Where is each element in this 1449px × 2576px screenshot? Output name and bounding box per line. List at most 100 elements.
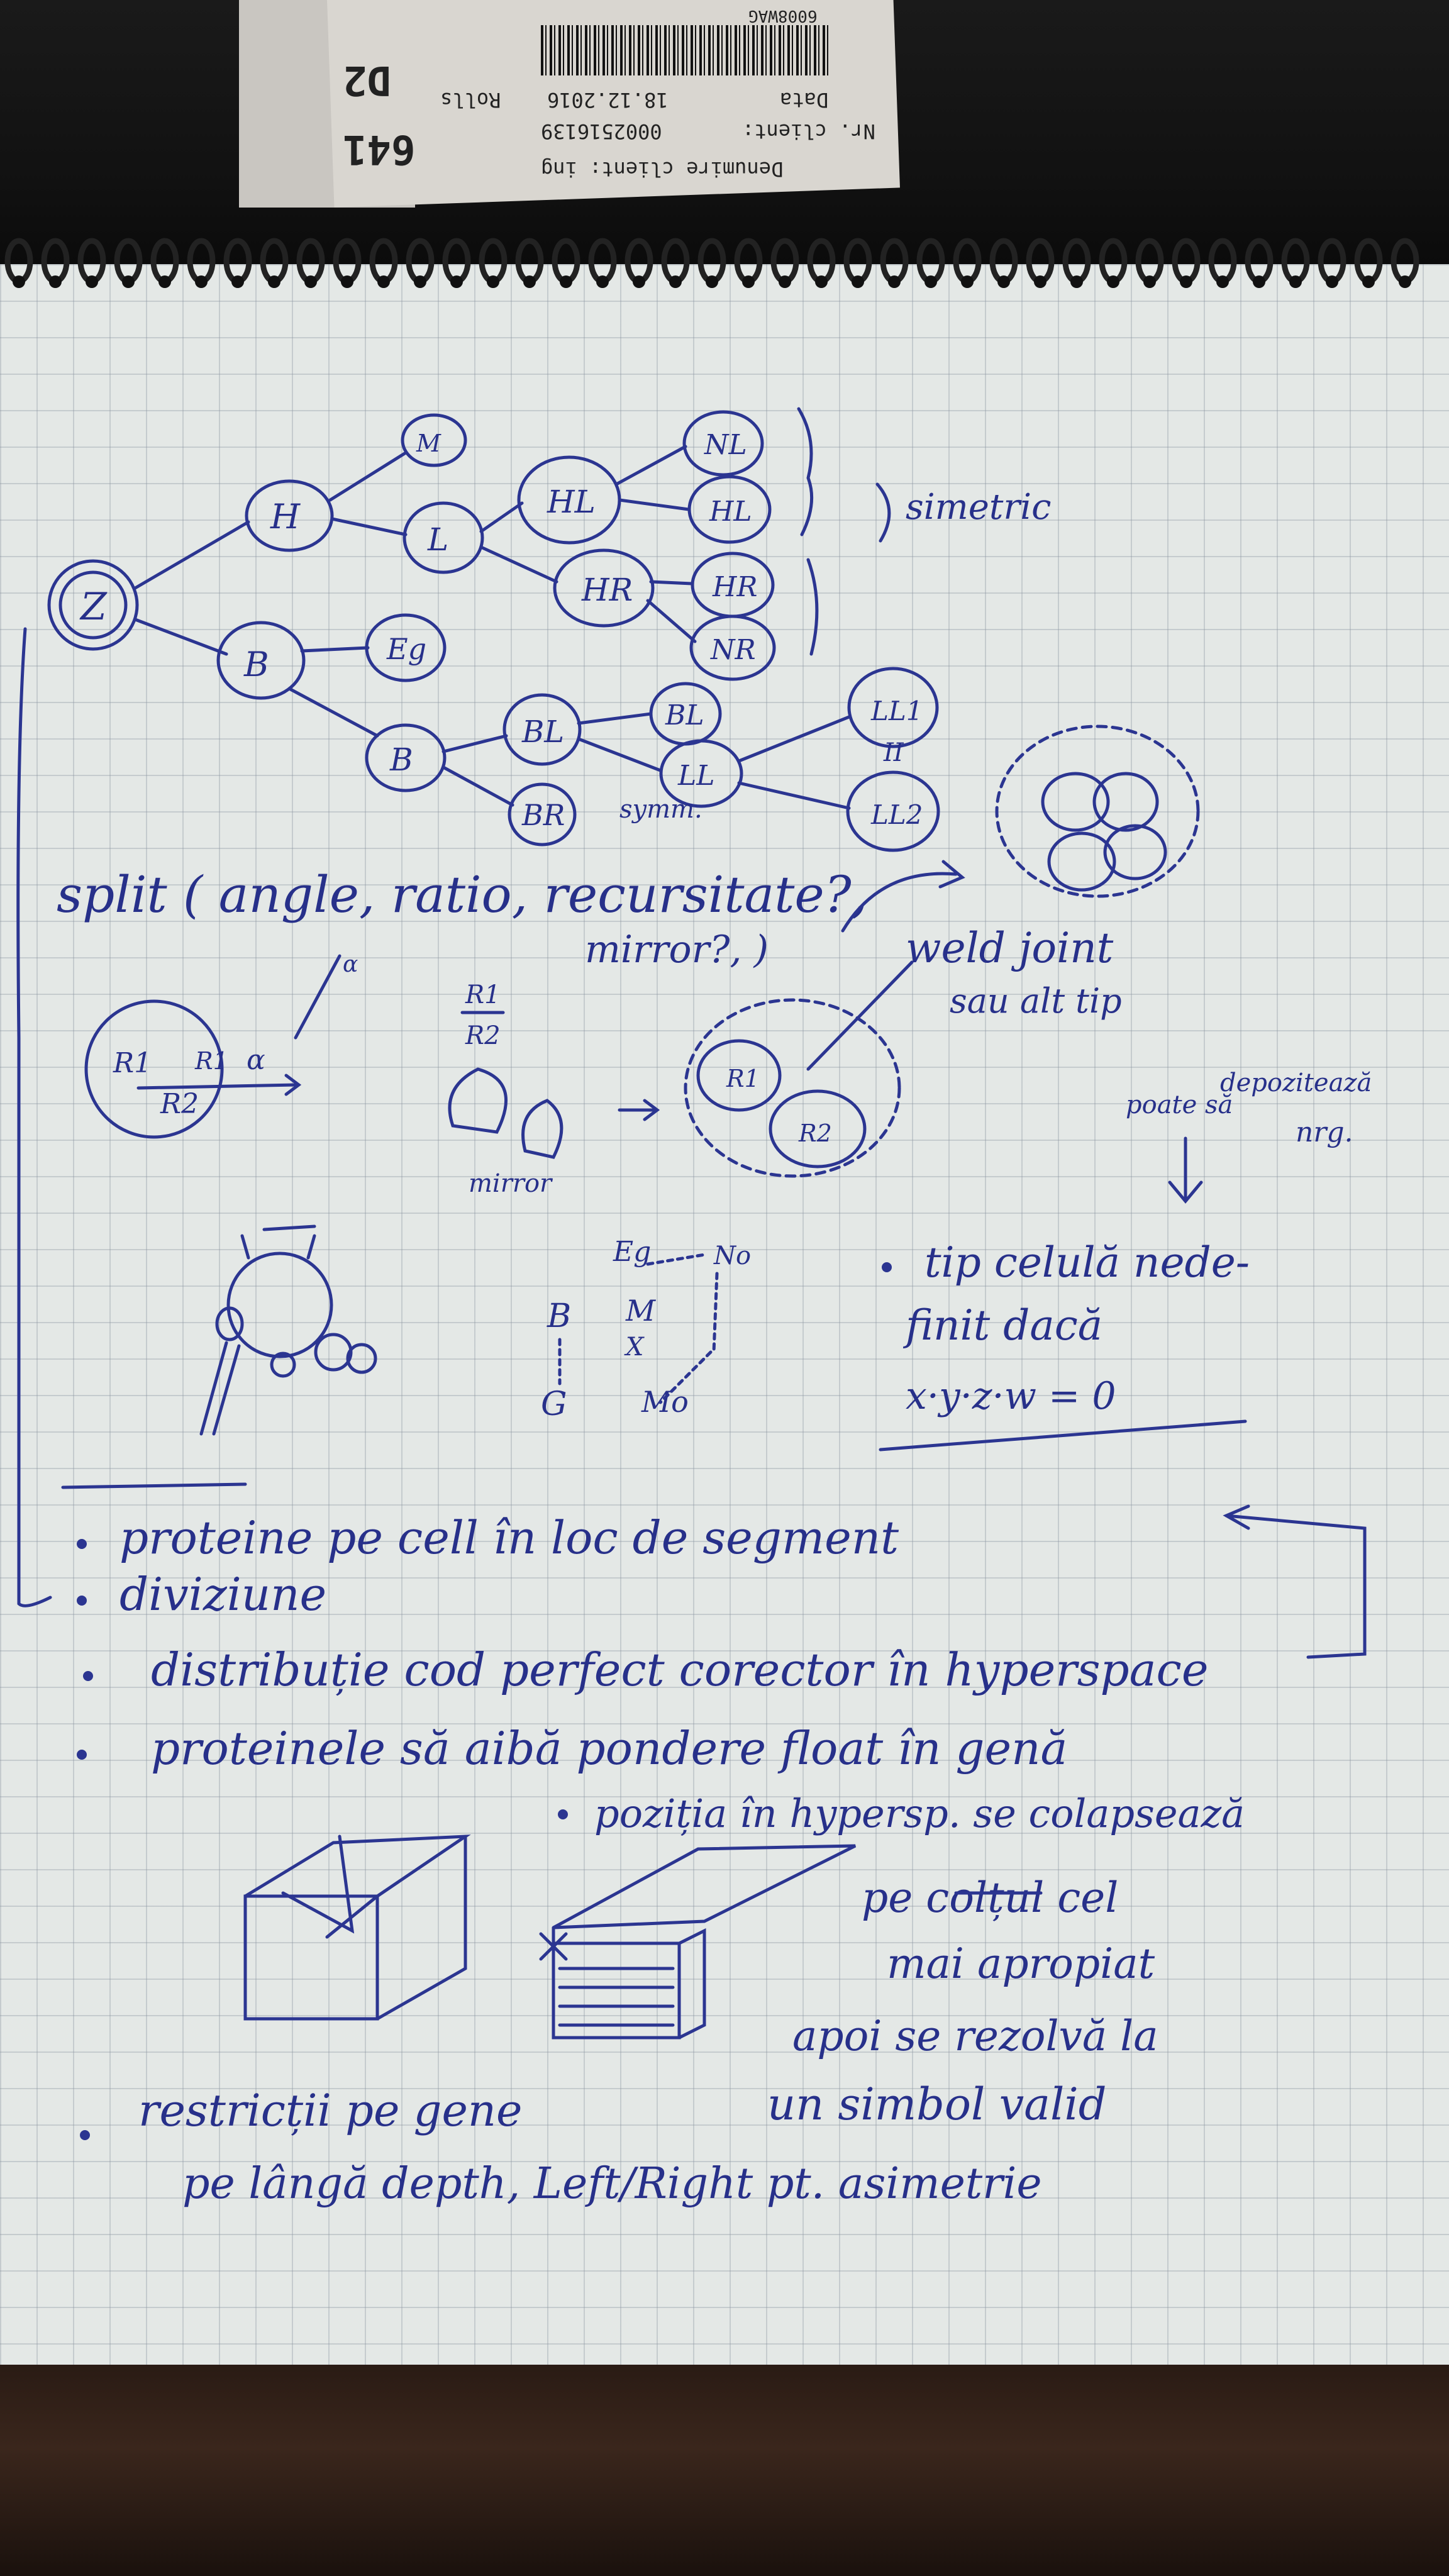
spiral-coil bbox=[1281, 238, 1310, 288]
spiral-coil bbox=[1208, 238, 1237, 288]
spiral-coil bbox=[369, 238, 398, 288]
spiral-coil bbox=[1391, 238, 1419, 288]
sym-x: X bbox=[624, 1333, 645, 1362]
tree-node-nr: NR bbox=[710, 634, 756, 666]
spiral-coil bbox=[697, 238, 726, 288]
hyper-2: pe colțul cel bbox=[862, 1874, 1118, 1922]
weld-joint: weld joint bbox=[906, 924, 1114, 972]
split-ratio-bottom: R2 bbox=[465, 1021, 501, 1050]
hyper-3: mai apropiat bbox=[887, 1940, 1155, 1988]
hyper-5: un simbol valid bbox=[767, 2079, 1107, 2130]
spiral-coil bbox=[479, 238, 508, 288]
spiral-coil bbox=[515, 238, 544, 288]
split-r1b: R1 bbox=[194, 1047, 228, 1075]
tree-node-nl: NL bbox=[704, 429, 747, 461]
spiral-coil bbox=[150, 238, 179, 288]
spiral-coil bbox=[1245, 238, 1274, 288]
spiral-coil bbox=[661, 238, 690, 288]
tree-node-ll2: LL2 bbox=[870, 799, 923, 830]
symbol-grid: Eg No B M X G Mo bbox=[541, 1236, 751, 1423]
tree-node-b: B bbox=[243, 645, 269, 684]
tree-node-bl: BL bbox=[521, 714, 564, 750]
tree-node-hl2: HL bbox=[709, 496, 752, 528]
tree-node-br: BR bbox=[521, 798, 565, 832]
bullet-4: proteinele să aibă pondere float în genă bbox=[151, 1722, 1067, 1775]
spiral-coil bbox=[1354, 238, 1383, 288]
spiral-coil bbox=[916, 238, 945, 288]
sym-m: M bbox=[625, 1294, 657, 1328]
sym-no: No bbox=[713, 1241, 751, 1270]
note-line1: tip celulă nede- bbox=[924, 1238, 1250, 1287]
tree-node-l: L bbox=[427, 521, 448, 558]
spiral-coil bbox=[588, 238, 617, 288]
split-r2: R2 bbox=[160, 1088, 199, 1120]
background-bottom bbox=[0, 2365, 1449, 2576]
hyperspace-note: poziția în hypersp. se colapsează pe col… bbox=[558, 1790, 1245, 2130]
last-2: pe lângă depth, Left/Right pt. asimetrie bbox=[182, 2159, 1042, 2209]
split-text: split ( angle, ratio, recursitate?, bbox=[57, 865, 867, 924]
spiral-coil bbox=[1099, 238, 1128, 288]
spiral-coil bbox=[1172, 238, 1201, 288]
tree-simetric: simetric bbox=[906, 487, 1051, 528]
bullet-3: distribuție cod perfect corector în hype… bbox=[151, 1643, 1209, 1696]
spiral-coil bbox=[734, 238, 763, 288]
spiral-coil bbox=[989, 238, 1018, 288]
bullet-list: proteine pe cell în loc de segment diviz… bbox=[61, 1482, 1367, 1775]
tree-node-m: M bbox=[416, 430, 441, 457]
split-r1: R1 bbox=[113, 1047, 152, 1079]
sym-b: B bbox=[547, 1297, 571, 1335]
spiral-coil bbox=[843, 238, 872, 288]
cell-type-note: poate să depozitează nrg. tip celulă ned… bbox=[879, 1069, 1372, 1452]
spiral-coil bbox=[807, 238, 836, 288]
note-line2: finit dacă bbox=[902, 1301, 1102, 1350]
bullet-2: diviziune bbox=[119, 1568, 326, 1621]
tree-node-hl: HL bbox=[547, 484, 596, 520]
weld-alt: sau alt tip bbox=[950, 981, 1122, 1021]
sym-mo: Mo bbox=[641, 1385, 689, 1419]
tree-node-b2: B bbox=[389, 741, 413, 778]
tree-diagram: Z H B M L Eg B HL HR NL HL HR NR bbox=[47, 407, 1200, 898]
cube-sketches bbox=[243, 1835, 857, 2040]
spiral-coil bbox=[187, 238, 216, 288]
tree-equals: II bbox=[883, 738, 904, 767]
tree-node-hr: HR bbox=[581, 572, 633, 608]
spiral-coil bbox=[1026, 238, 1055, 288]
spiral-coil bbox=[770, 238, 799, 288]
split-mirror: mirror bbox=[469, 1169, 553, 1198]
tree-node-hr2: HR bbox=[712, 571, 758, 603]
restrictions-note: restricții pe gene pe lângă depth, Left/… bbox=[80, 2085, 1042, 2209]
tree-node-ll1: LL1 bbox=[870, 696, 923, 726]
split-alpha2: α bbox=[343, 952, 358, 977]
tree-symm: symm. bbox=[619, 795, 702, 824]
hyper-4: apoi se rezolvă la bbox=[792, 2012, 1158, 2060]
spiral-coil bbox=[1318, 238, 1346, 288]
split-section: split ( angle, ratio, recursitate?, mirr… bbox=[16, 627, 1122, 1607]
spiral-coil bbox=[223, 238, 252, 288]
spiral-binding bbox=[4, 238, 1419, 288]
spiral-coil bbox=[552, 238, 580, 288]
creature-sketch bbox=[199, 1224, 377, 1436]
spiral-coil bbox=[114, 238, 143, 288]
tree-node-h: H bbox=[270, 497, 301, 536]
spiral-coil bbox=[296, 238, 325, 288]
sym-eg: Eg bbox=[613, 1236, 651, 1268]
sym-g: G bbox=[541, 1385, 567, 1423]
tree-node-ll: LL bbox=[677, 760, 714, 792]
spiral-coil bbox=[4, 238, 33, 288]
spiral-coil bbox=[1062, 238, 1091, 288]
spiral-coil bbox=[1135, 238, 1164, 288]
spiral-coil bbox=[77, 238, 106, 288]
split-text-2: mirror?, ) bbox=[585, 928, 769, 972]
spiral-coil bbox=[953, 238, 982, 288]
note-line3: x·y·z·w = 0 bbox=[906, 1374, 1116, 1418]
split-ratio-top: R1 bbox=[465, 980, 501, 1009]
spiral-coil bbox=[41, 238, 70, 288]
tree-root: Z bbox=[79, 585, 108, 629]
split-r2c: R2 bbox=[798, 1119, 832, 1147]
last-1: restricții pe gene bbox=[138, 2085, 522, 2136]
note-poate2: depozitează bbox=[1220, 1069, 1372, 1097]
spiral-coil bbox=[260, 238, 289, 288]
spiral-coil bbox=[442, 238, 471, 288]
note-poate3: nrg. bbox=[1296, 1116, 1353, 1148]
